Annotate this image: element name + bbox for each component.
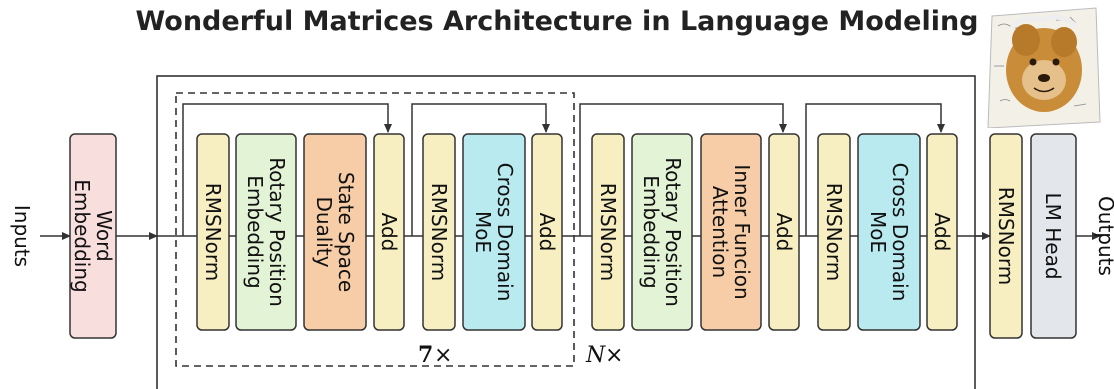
final-rmsnorm-label: RMSNorm bbox=[994, 187, 1018, 285]
add-block-3: Add bbox=[768, 133, 800, 331]
word-embedding-label-1: Word bbox=[92, 210, 116, 261]
diagram-title: Wonderful Matrices Architecture in Langu… bbox=[135, 6, 979, 37]
skip-connection-3 bbox=[579, 103, 787, 236]
rmsnorm-block-2: RMSNorm bbox=[422, 133, 456, 331]
inputs-label: Inputs bbox=[10, 205, 34, 267]
rotary-label-1a: Rotary Position bbox=[265, 157, 289, 307]
lm-head-block: LM Head bbox=[1030, 133, 1077, 339]
rmsnorm-block-3: RMSNorm bbox=[591, 133, 625, 331]
rotary-label-2b: Embedding bbox=[639, 175, 663, 288]
moe-label-1a: Cross Domain bbox=[493, 163, 517, 302]
rmsnorm-block-4: RMSNorm bbox=[817, 133, 851, 331]
rotary-embedding-block-1: Rotary Position Embedding bbox=[235, 133, 297, 331]
moe-label-1b: MoE bbox=[471, 211, 495, 253]
add-block-4: Add bbox=[926, 133, 958, 331]
moe-label-2b: MoE bbox=[866, 211, 890, 253]
inner-repeat-times-icon: × bbox=[434, 343, 452, 368]
add-label-2: Add bbox=[535, 213, 559, 252]
ssd-label-2: Duality bbox=[312, 196, 336, 267]
skip-connection-4 bbox=[805, 103, 945, 236]
final-rmsnorm-block: RMSNorm bbox=[989, 133, 1023, 339]
state-space-duality-block: State Space Duality bbox=[303, 133, 367, 331]
rmsnorm-label-4: RMSNorm bbox=[822, 183, 846, 281]
add-label-3: Add bbox=[772, 213, 796, 252]
einstein-doge-image bbox=[987, 7, 1101, 128]
rmsnorm-label-1: RMSNorm bbox=[201, 183, 225, 281]
inner-repeat-frame bbox=[175, 92, 575, 367]
moe-label-2a: Cross Domain bbox=[888, 163, 912, 302]
rotary-embedding-block-2: Rotary Position Embedding bbox=[631, 133, 693, 331]
rmsnorm-block-1: RMSNorm bbox=[196, 133, 230, 331]
attention-label-2: Attention bbox=[708, 186, 732, 278]
ssd-label-1: State Space bbox=[334, 172, 358, 292]
rmsnorm-label-3: RMSNorm bbox=[596, 183, 620, 281]
add-block-2: Add bbox=[531, 133, 563, 331]
rotary-label-2a: Rotary Position bbox=[661, 157, 685, 307]
rmsnorm-label-2: RMSNorm bbox=[427, 183, 451, 281]
word-embedding-label-2: Embedding bbox=[70, 179, 94, 292]
outer-repeat-count: N bbox=[585, 343, 606, 368]
word-embedding-block: Word Embedding bbox=[69, 133, 117, 339]
attention-label-1: Inner Funcion bbox=[730, 164, 754, 299]
skip-connection-1 bbox=[182, 103, 392, 236]
add-label-4: Add bbox=[930, 213, 954, 252]
lm-head-label: LM Head bbox=[1041, 192, 1065, 279]
rotary-label-1b: Embedding bbox=[243, 175, 267, 288]
skip-connection-2 bbox=[411, 103, 550, 236]
outputs-label: Outputs bbox=[1094, 196, 1114, 276]
inner-repeat-count: 7 bbox=[418, 342, 433, 368]
cross-domain-moe-block-1: Cross Domain MoE bbox=[462, 133, 526, 331]
cross-domain-moe-block-2: Cross Domain MoE bbox=[857, 133, 921, 331]
add-block-1: Add bbox=[373, 133, 405, 331]
add-label-1: Add bbox=[377, 213, 401, 252]
inner-function-attention-block: Inner Funcion Attention bbox=[700, 133, 762, 331]
outer-repeat-times-icon: × bbox=[605, 343, 623, 368]
